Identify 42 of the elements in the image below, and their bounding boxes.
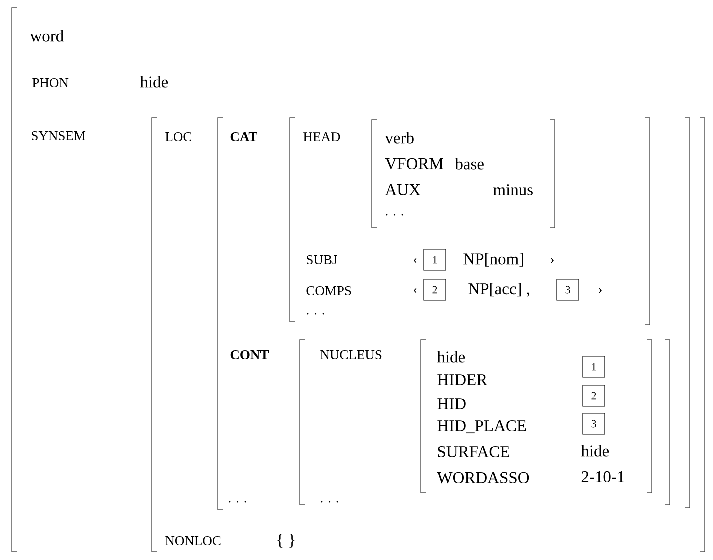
feature-text: HIDER	[438, 374, 488, 386]
feature-text: CAT	[230, 132, 258, 142]
feature-text: ‹	[414, 288, 417, 294]
feature-text: NP[nom]	[464, 253, 524, 267]
feature-text: SYNSEM	[32, 131, 86, 141]
feature-text: WORDASSO	[437, 472, 530, 484]
tag-box: 1	[424, 249, 446, 271]
feature-text: VFORM	[385, 158, 444, 170]
feature-text: ›	[599, 288, 602, 294]
feature-text: verb	[385, 132, 414, 144]
feature-text: HID_PLACE	[438, 420, 526, 434]
tag-box: 3	[556, 279, 580, 301]
feature-text: word	[30, 30, 64, 42]
feature-text: AUX	[385, 184, 421, 196]
feature-text: HEAD	[304, 132, 340, 142]
feature-text: . . .	[307, 313, 324, 315]
feature-text: hide	[140, 76, 168, 88]
tag-box: 2	[582, 385, 606, 407]
feature-text: . . .	[321, 501, 338, 503]
feature-text: NONLOC	[166, 536, 221, 546]
feature-text: hide	[581, 445, 610, 457]
feature-text: NP[acc] ,	[468, 283, 530, 297]
feature-text: SURFACE	[438, 446, 510, 458]
feature-text: hide	[437, 351, 466, 363]
feature-text: HID	[438, 398, 466, 410]
feature-text: 2-10-1	[582, 471, 624, 483]
feature-text: PHON	[32, 78, 69, 88]
feature-text: NUCLEUS	[320, 350, 382, 360]
feature-text: base	[455, 158, 484, 170]
feature-text: CONT	[230, 350, 269, 360]
feature-text: SUBJ	[307, 255, 338, 265]
feature-text: . . .	[229, 501, 246, 503]
tag-box: 2	[424, 279, 446, 301]
feature-text: ›	[551, 258, 554, 264]
feature-text: ‹	[414, 258, 417, 264]
feature-text: LOC	[166, 132, 192, 142]
feature-text: COMPS	[306, 286, 352, 296]
tag-box: 3	[582, 413, 606, 435]
tag-box: 1	[582, 356, 606, 378]
feature-text: minus	[494, 184, 533, 196]
feature-text: . . .	[386, 214, 404, 216]
feature-text: { }	[278, 534, 295, 548]
